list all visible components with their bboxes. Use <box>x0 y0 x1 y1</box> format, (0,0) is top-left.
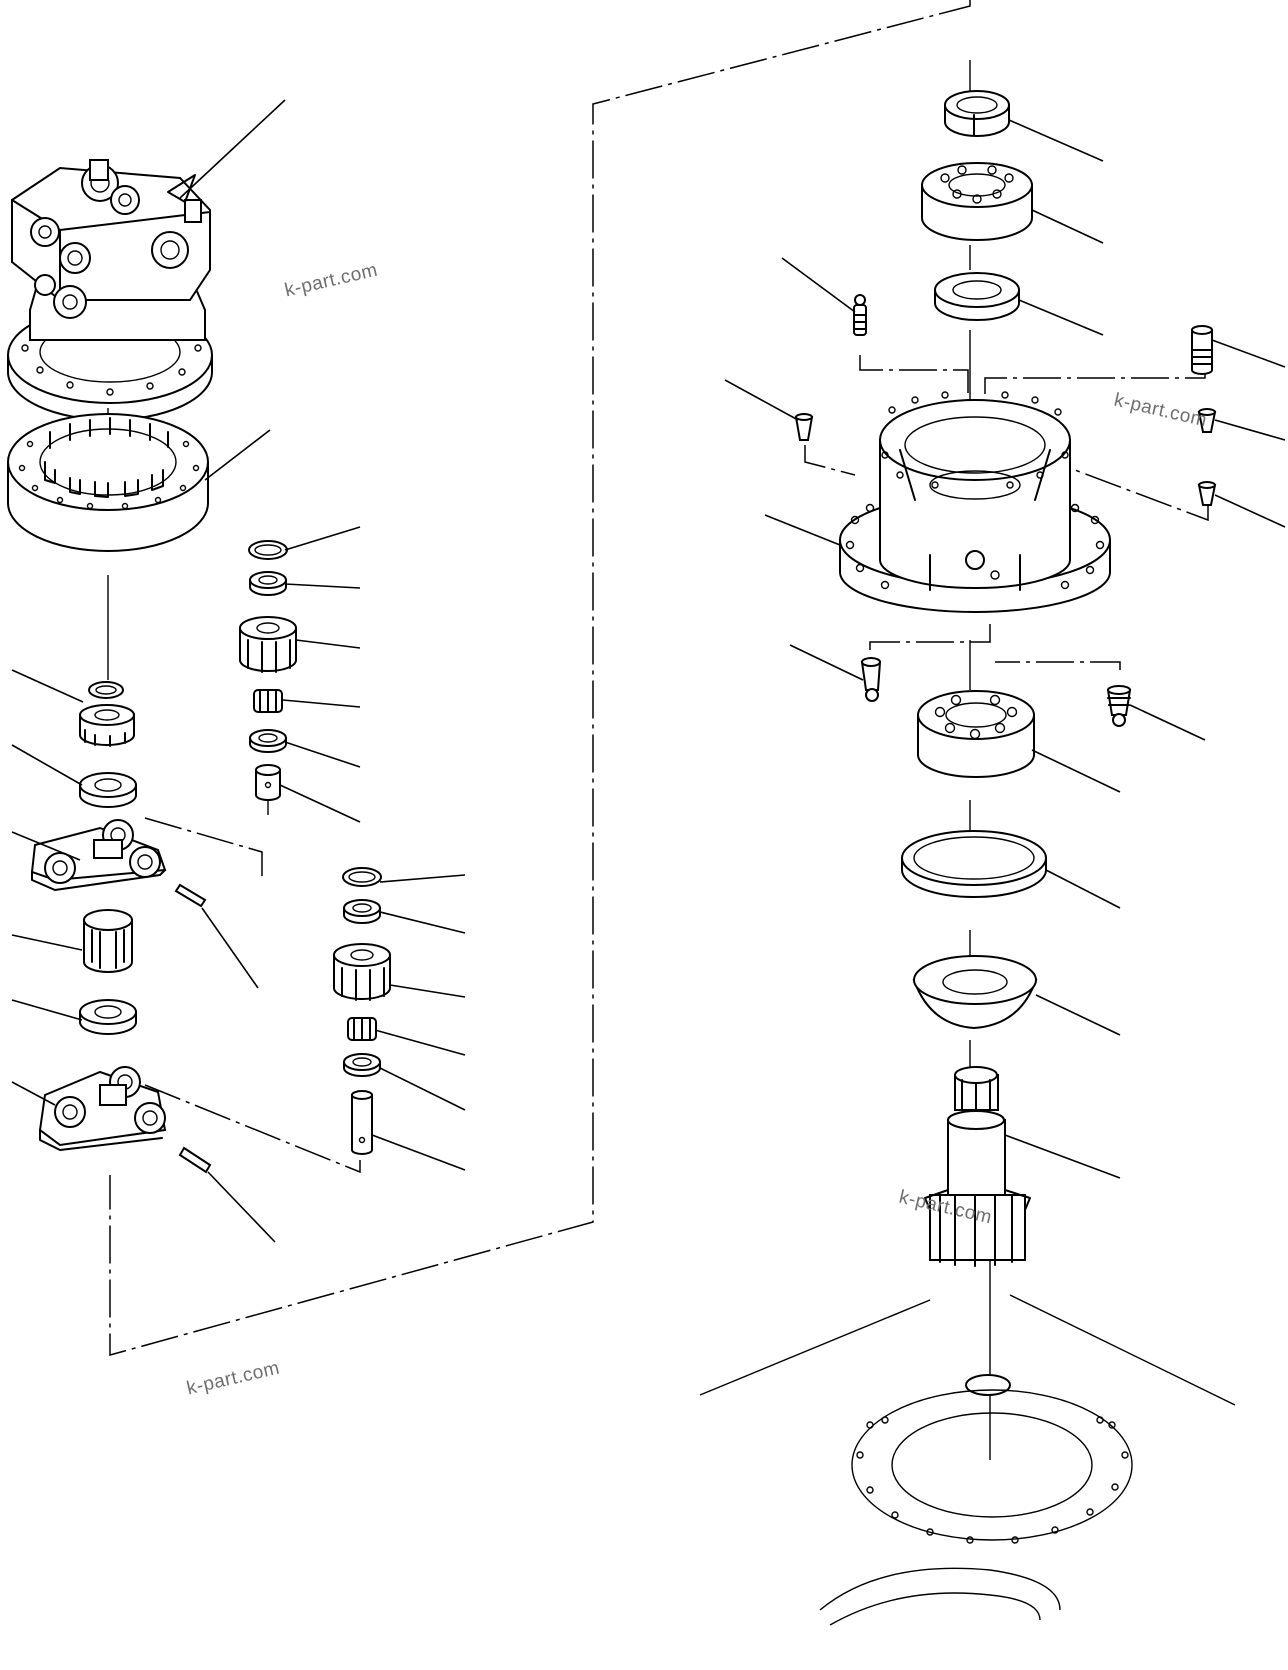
right-upper-bearings <box>921 90 1033 321</box>
right-lower-bearings <box>901 690 1047 1030</box>
fittings <box>794 294 1217 727</box>
leader-lines <box>11 99 1286 1243</box>
planet-gear-stack-upper <box>239 540 297 801</box>
left-planetary-stack <box>30 681 212 1174</box>
planet-gear-stack-lower <box>333 867 391 1155</box>
ring-gear <box>7 413 209 552</box>
mounting-ring <box>699 1294 1236 1626</box>
pinion-shaft <box>924 1066 1031 1267</box>
swing-housing <box>839 391 1111 613</box>
